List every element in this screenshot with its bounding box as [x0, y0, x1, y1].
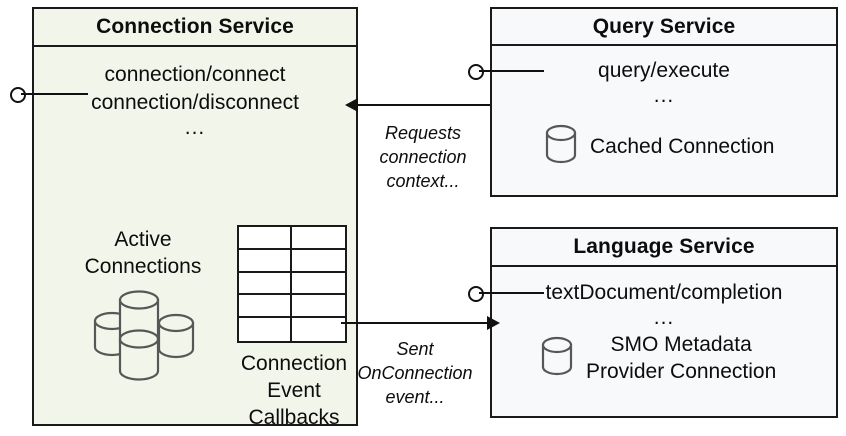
provided-interface-lollipop-icon-connection-service[interactable]	[10, 86, 88, 103]
component-language-service[interactable]: Language Service textDocument/completion…	[490, 227, 838, 418]
database-cylinder-icon	[544, 122, 578, 171]
lollipop-ball-icon	[10, 87, 26, 103]
table-cell	[292, 249, 345, 273]
cached-connection-label: Cached Connection	[590, 135, 775, 158]
lollipop-stem	[21, 93, 88, 95]
connector-label-sent-onconnection-event: Sent OnConnection event...	[341, 337, 489, 409]
arrowhead-left-icon	[345, 98, 358, 112]
database-cylinder-icon	[540, 334, 574, 383]
provided-interface-lollipop-icon-language-service[interactable]	[468, 285, 544, 302]
lollipop-ball-icon	[468, 64, 484, 80]
lollipop-stem	[479, 70, 544, 72]
endpoint-connection-connect: connection/connect	[104, 63, 286, 86]
endpoint-query-execute: query/execute	[598, 59, 730, 82]
provided-interface-lollipop-icon-query-service[interactable]	[468, 63, 544, 80]
connection-event-callbacks-label: Connection Event Callbacks	[220, 350, 368, 431]
sent-label-line1: Sent	[396, 339, 434, 359]
query-service-body: query/execute ...	[492, 46, 836, 195]
component-query-service[interactable]: Query Service query/execute ...	[490, 7, 838, 197]
table-cell	[292, 318, 345, 341]
language-service-endpoints: textDocument/completion ...	[492, 279, 836, 329]
active-connections-label-line2: Connections	[84, 255, 202, 278]
callbacks-label-line1: Connection	[240, 352, 348, 375]
database-cluster-icon	[87, 288, 201, 384]
requests-label-line2: connection	[379, 147, 467, 167]
table-cell	[239, 249, 292, 273]
active-connections-label: Active Connections	[68, 226, 218, 280]
table-cell	[292, 295, 345, 319]
table-cell	[239, 227, 292, 250]
sent-label-line3: event...	[385, 387, 445, 407]
connector-sent-onconnection-event	[341, 322, 488, 324]
component-connection-service[interactable]: Connection Service connection/connect co…	[32, 7, 358, 429]
query-service-endpoints-ellipsis: ...	[653, 84, 675, 107]
connection-service-endpoints: connection/connect connection/disconnect…	[34, 61, 356, 139]
smo-label-line1: SMO Metadata	[610, 333, 752, 356]
table-cell	[239, 295, 292, 319]
lollipop-ball-icon	[468, 286, 484, 302]
language-service-database-artifact: SMO Metadata Provider Connection	[540, 331, 776, 385]
arrowhead-right-icon	[487, 316, 500, 330]
query-service-title: Query Service	[492, 9, 836, 46]
sent-label-line2: OnConnection	[357, 363, 473, 383]
table-cell	[292, 227, 345, 250]
table-grid-icon	[237, 225, 347, 343]
requests-label-line1: Requests	[384, 123, 462, 143]
connector-requests-connection-context	[357, 104, 490, 106]
smo-label-line2: Provider Connection	[586, 360, 777, 383]
query-service-database-artifact: Cached Connection	[544, 122, 774, 171]
table-cell	[239, 272, 292, 296]
endpoint-connection-disconnect: connection/disconnect	[91, 91, 299, 114]
query-service-endpoints: query/execute ...	[492, 57, 836, 107]
requests-label-line3: context...	[386, 171, 460, 191]
smo-metadata-provider-connection-label: SMO Metadata Provider Connection	[586, 331, 776, 385]
connector-label-requests-connection-context: Requests connection context...	[360, 121, 486, 193]
active-connections-label-line1: Active	[114, 228, 172, 251]
callbacks-label-line2: Event	[267, 379, 321, 402]
connection-service-endpoints-ellipsis: ...	[184, 116, 206, 139]
endpoint-textdocument-completion: textDocument/completion	[545, 281, 783, 304]
connection-service-body: connection/connect connection/disconnect…	[34, 47, 356, 429]
connection-service-title: Connection Service	[34, 9, 356, 47]
language-service-body: textDocument/completion ...	[492, 267, 836, 416]
callbacks-label-line3: Callbacks	[248, 406, 340, 429]
table-cell	[292, 272, 345, 296]
language-service-endpoints-ellipsis: ...	[653, 306, 675, 329]
language-service-title: Language Service	[492, 229, 836, 267]
table-cell	[239, 318, 292, 341]
lollipop-stem	[479, 292, 544, 294]
